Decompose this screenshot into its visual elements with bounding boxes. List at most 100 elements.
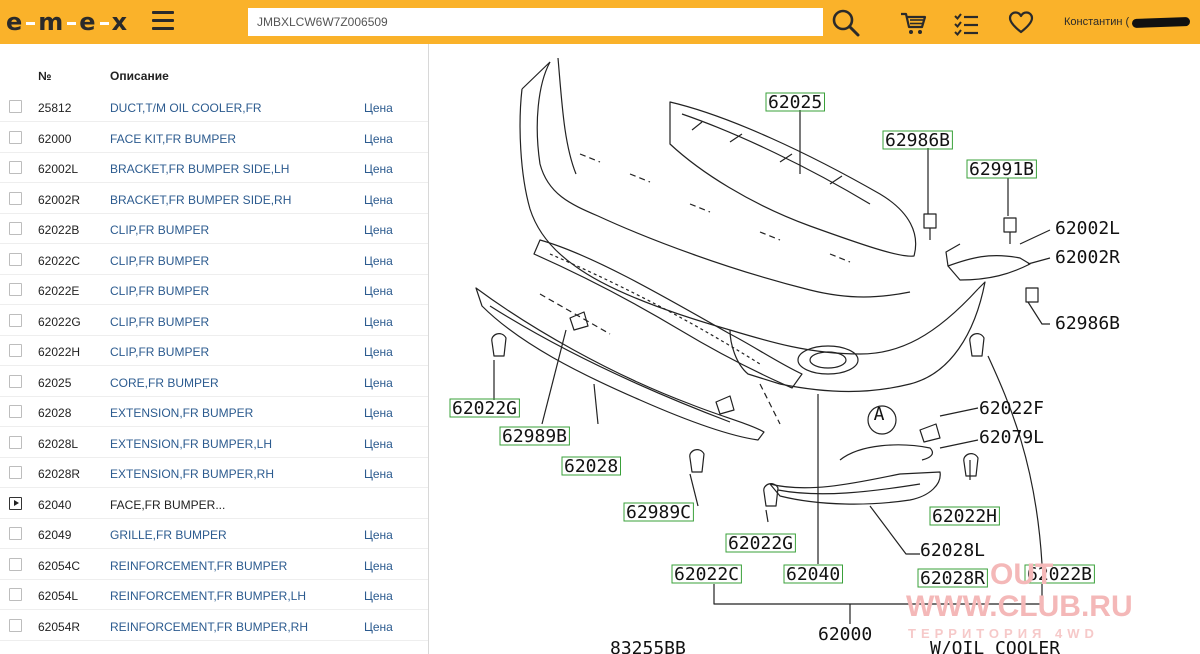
price-link[interactable]: Цена [364, 375, 393, 390]
callout-label[interactable]: 62022B [1027, 564, 1092, 585]
part-description-link[interactable]: BRACKET,FR BUMPER SIDE,RH [110, 192, 292, 207]
price-link[interactable]: Цена [364, 162, 393, 176]
price-link[interactable]: Цена [364, 101, 393, 115]
price-link[interactable]: Цена [364, 192, 393, 207]
price-link[interactable]: Цена [364, 436, 393, 451]
parts-diagram[interactable]: 62025 62986B 62991B 62002L 62002R 62986B 62022… [430, 44, 1200, 654]
row-checkbox[interactable] [9, 100, 22, 113]
row-checkbox[interactable] [9, 618, 22, 632]
callout-label[interactable]: 62025 [768, 92, 822, 113]
row-checkbox[interactable] [9, 588, 22, 601]
callout-label[interactable]: 62022H [932, 506, 997, 527]
row-checkbox[interactable] [9, 283, 22, 296]
part-description-link[interactable]: EXTENSION,FR BUMPER,RH [110, 467, 275, 481]
callout-label[interactable]: 62989B [502, 426, 567, 447]
callout-label[interactable]: 62991B [969, 159, 1034, 180]
callout-label[interactable]: W/OIL COOLER [930, 638, 1060, 654]
price-link[interactable]: Цена [364, 589, 393, 603]
expand-toggle[interactable] [9, 496, 22, 510]
callout-label[interactable]: 62986B [885, 130, 950, 151]
search-input[interactable] [248, 8, 823, 36]
part-description-link[interactable]: CORE,FR BUMPER [110, 375, 219, 390]
callout-label[interactable]: 62002R [1055, 247, 1120, 268]
callout-label[interactable]: 62022G [452, 398, 517, 419]
callout-label[interactable]: 62989C [626, 502, 691, 523]
price-link[interactable]: Цена [364, 345, 393, 359]
callout-label[interactable]: 62028L [920, 540, 985, 561]
search-icon[interactable] [830, 7, 862, 39]
price-link[interactable]: Цена [364, 253, 393, 268]
menu-icon[interactable] [152, 11, 174, 31]
part-description-link[interactable]: REINFORCEMENT,FR BUMPER,LH [110, 589, 307, 603]
row-checkbox[interactable] [9, 191, 22, 205]
part-description-link[interactable]: GRILLE,FR BUMPER [110, 528, 227, 542]
row-checkbox[interactable] [9, 435, 22, 449]
part-description-link[interactable]: CLIP,FR BUMPER [110, 314, 210, 329]
price-link[interactable]: Цена [364, 619, 393, 634]
callout-label[interactable]: 62022C [674, 564, 739, 585]
price-link[interactable]: Цена [364, 406, 393, 420]
heart-icon[interactable] [1006, 8, 1036, 38]
part-description-link[interactable]: FACE KIT,FR BUMPER [110, 131, 237, 146]
checklist-icon[interactable] [951, 8, 981, 38]
row-checkbox[interactable] [9, 344, 22, 357]
user-account[interactable]: Константин ( [1064, 16, 1191, 28]
row-checkbox[interactable] [9, 161, 22, 174]
row-checkbox[interactable] [9, 222, 22, 235]
price-link[interactable]: Цена [364, 131, 393, 146]
row-checkbox[interactable] [9, 130, 22, 144]
row-checkbox[interactable] [9, 405, 22, 418]
row-checkbox[interactable] [9, 313, 22, 327]
callout-label[interactable]: 62986B [1055, 313, 1120, 334]
part-description-link[interactable]: CLIP,FR BUMPER [110, 345, 210, 359]
price-link[interactable]: Цена [364, 528, 393, 542]
row-checkbox[interactable] [9, 466, 22, 479]
part-description-link[interactable]: EXTENSION,FR BUMPER,LH [110, 436, 273, 451]
callout-label[interactable]: A [874, 404, 885, 425]
row-checkbox[interactable] [9, 557, 22, 571]
part-description-link[interactable]: CLIP,FR BUMPER [110, 223, 210, 237]
callout-label[interactable]: 62079L [979, 427, 1044, 448]
callout-label[interactable]: 83255BB [610, 638, 686, 654]
callout-label[interactable]: 62002L [1055, 218, 1120, 239]
part-description-link[interactable]: CLIP,FR BUMPER [110, 284, 210, 298]
price-link[interactable]: Цена [364, 223, 393, 237]
part-description-link[interactable]: CLIP,FR BUMPER [110, 253, 210, 268]
row-checkbox[interactable] [9, 252, 22, 266]
price-link[interactable]: Цена [364, 467, 393, 481]
callout-label[interactable]: 62028 [564, 456, 618, 477]
part-description-link[interactable]: DUCT,T/M OIL COOLER,FR [110, 101, 262, 115]
callout-label[interactable]: 62028R [920, 568, 985, 589]
row-checkbox[interactable] [9, 374, 22, 388]
part-description-link[interactable]: REINFORCEMENT,FR BUMPER,RH [110, 619, 309, 634]
part-description-link[interactable]: EXTENSION,FR BUMPER [110, 406, 254, 420]
price-link[interactable]: Цена [364, 558, 393, 573]
price-link[interactable]: Цена [364, 314, 393, 329]
callout-label[interactable]: 62040 [786, 564, 840, 585]
part-description-link[interactable]: BRACKET,FR BUMPER SIDE,LH [110, 162, 290, 176]
callout-label[interactable]: 62022G [728, 533, 793, 554]
row-checkbox[interactable] [9, 527, 22, 540]
callout-label[interactable]: 62000 [818, 624, 872, 645]
price-link[interactable]: Цена [364, 284, 393, 298]
cart-icon[interactable] [898, 8, 928, 38]
